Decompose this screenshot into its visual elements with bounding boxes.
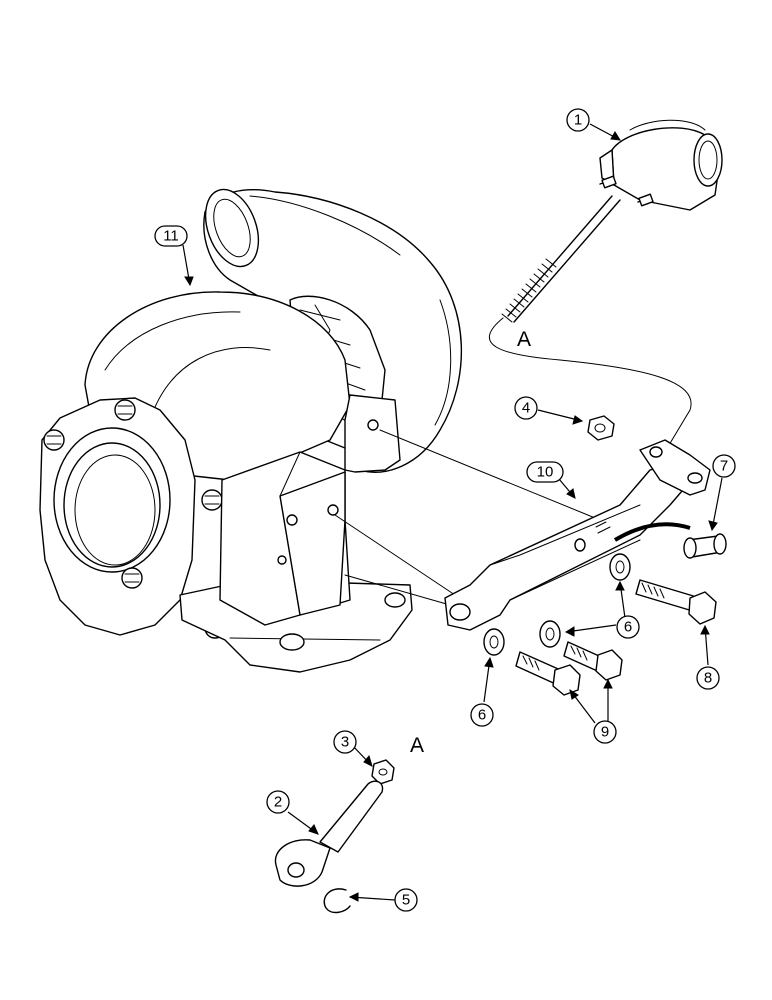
nut-part-3 [371, 759, 395, 785]
bolt-part-8 [635, 579, 717, 625]
svg-text:11: 11 [163, 228, 179, 245]
washer-part-6-upper [609, 553, 631, 581]
spacer-part-7 [683, 533, 727, 559]
callout-6-upper: 6 [616, 615, 640, 639]
washer-part-6-middle [539, 620, 561, 648]
projection-line-lower [344, 574, 451, 606]
svg-text:7: 7 [720, 458, 728, 475]
nut-part-4 [587, 415, 615, 441]
bolt-part-9-right [563, 641, 623, 681]
callout-8: 8 [696, 666, 720, 690]
svg-text:10: 10 [537, 464, 554, 481]
svg-text:8: 8 [704, 670, 712, 687]
svg-text:9: 9 [601, 724, 609, 741]
callout-1: 1 [566, 108, 590, 132]
callout-9: 9 [593, 720, 617, 744]
svg-text:6: 6 [624, 619, 632, 636]
svg-text:2: 2 [274, 794, 282, 811]
wastegate-actuator [599, 119, 723, 211]
callout-10: 10 [526, 461, 564, 483]
svg-text:5: 5 [402, 892, 410, 909]
rod-end-part-2 [274, 780, 384, 887]
projection-line-upper [379, 429, 601, 521]
svg-text:6: 6 [478, 707, 486, 724]
callout-3: 3 [333, 730, 357, 754]
callout-6-lower: 6 [470, 703, 494, 727]
callout-5: 5 [394, 888, 418, 912]
callout-7: 7 [712, 454, 736, 478]
projection-line-middle [334, 514, 456, 596]
leader-arrows [182, 123, 723, 902]
connection-label-a-top: A [517, 328, 531, 351]
connector-line-a [489, 317, 692, 461]
retaining-clip-part-5 [323, 888, 351, 914]
svg-text:1: 1 [574, 112, 582, 129]
connection-label-a-bottom: A [410, 734, 424, 757]
wastegate-lever [444, 439, 711, 631]
svg-text:4: 4 [522, 400, 530, 417]
washer-part-6-lower [483, 628, 505, 656]
callout-11: 11 [154, 225, 188, 247]
callout-2: 2 [266, 790, 290, 814]
bolt-part-9-left [515, 651, 581, 696]
svg-text:3: 3 [341, 734, 349, 751]
actuator-rod [501, 195, 621, 323]
callout-4: 4 [514, 396, 538, 420]
turbocharger-assembly [39, 188, 462, 673]
